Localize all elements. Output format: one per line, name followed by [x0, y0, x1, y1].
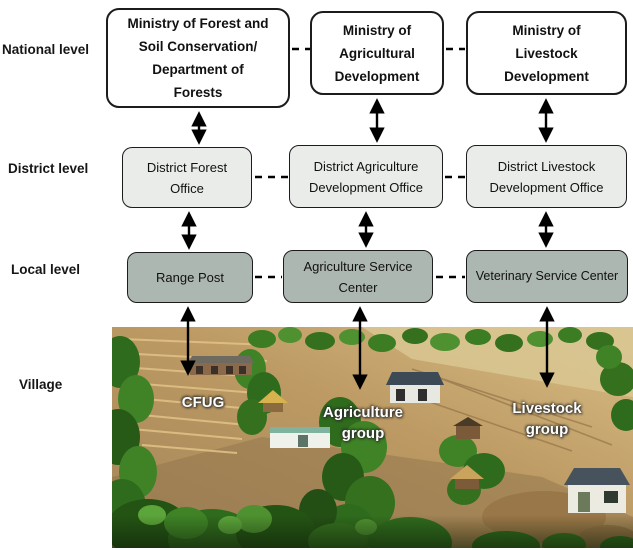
livestock-group-label: Livestock group	[512, 400, 582, 438]
box-district-agriculture-office: District Agriculture Development Office	[289, 145, 443, 208]
box-range-post-text: Range Post	[156, 270, 224, 285]
village-level-label: Village	[19, 377, 63, 392]
box-veterinary-service-center: Veterinary Service Center	[466, 250, 628, 303]
brown-hut	[453, 417, 483, 439]
long-farm-building	[188, 356, 254, 375]
box-district-agriculture-office-text: District Agriculture Development Office	[309, 158, 423, 195]
local-level-label: Local level	[11, 262, 81, 277]
white-house-right	[564, 468, 630, 513]
district-level-label: District level	[8, 161, 89, 176]
box-district-livestock-office: District Livestock Development Office	[466, 145, 627, 208]
box-ministry-agriculture: Ministry of Agricultural Development	[310, 11, 444, 95]
box-ministry-forest-text: Ministry of Forest and Soil Conservation…	[127, 16, 269, 100]
box-district-forest-office: District Forest Office	[122, 147, 252, 208]
slate-roof-house	[386, 372, 444, 403]
box-agriculture-service-center: Agriculture Service Center	[283, 250, 433, 303]
bottom-shadow	[112, 515, 633, 548]
box-range-post: Range Post	[127, 252, 253, 303]
cfug-label: CFUG	[181, 394, 225, 411]
thatch-hut-upper	[258, 390, 288, 412]
thatch-hut-lower	[450, 465, 484, 489]
right-edge-trees	[596, 345, 633, 431]
box-ministry-agriculture-text: Ministry of Agricultural Development	[334, 22, 420, 84]
box-agriculture-service-center-text: Agriculture Service Center	[303, 258, 413, 295]
agriculture-group-label: Agriculture group	[322, 404, 403, 442]
box-ministry-livestock-text: Ministry of Livestock Development	[504, 22, 589, 84]
national-level-label: National level	[2, 42, 90, 57]
box-veterinary-service-center-text: Veterinary Service Center	[475, 269, 619, 283]
box-ministry-forest: Ministry of Forest and Soil Conservation…	[106, 8, 290, 108]
white-shed	[270, 427, 330, 448]
box-ministry-livestock: Ministry of Livestock Development	[466, 11, 627, 95]
box-district-livestock-office-text: District Livestock Development Office	[489, 158, 604, 195]
box-district-forest-office-text: District Forest Office	[146, 159, 228, 196]
